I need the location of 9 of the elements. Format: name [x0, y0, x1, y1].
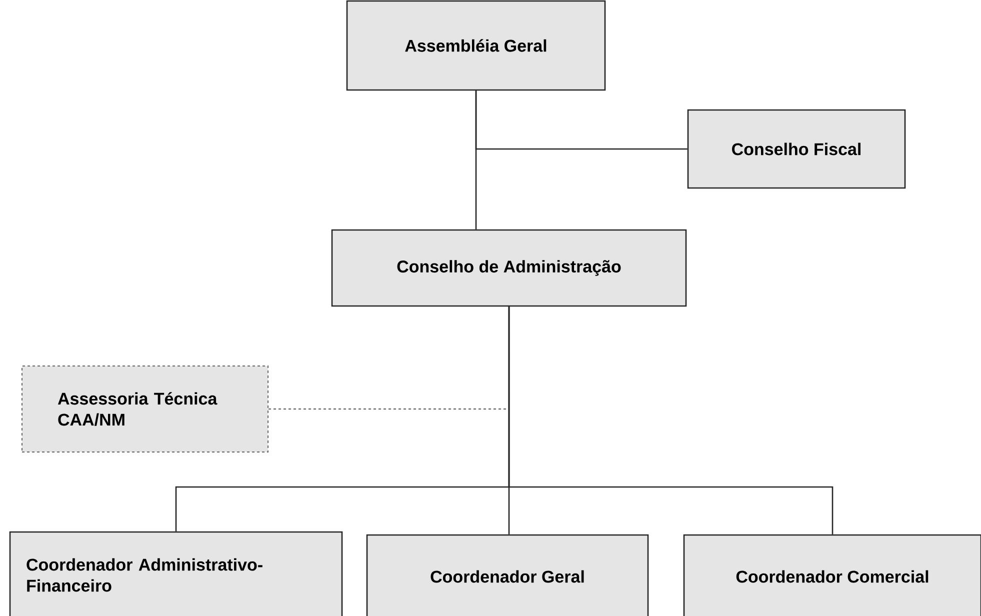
connector-line [508, 306, 834, 534]
org-box: Coordenador Administrativo-Financeiro [9, 531, 343, 616]
org-box: Conselho Fiscal [687, 109, 906, 189]
org-box: Coordenador Geral [366, 534, 649, 616]
org-box: Coordenador Comercial [683, 534, 981, 616]
org-box: Conselho de Administração [331, 229, 687, 307]
org-box: Assembléia Geral [346, 0, 606, 91]
dotted-box: Assessoria Técnica CAA/NM [22, 366, 268, 452]
connector-line [475, 90, 688, 150]
